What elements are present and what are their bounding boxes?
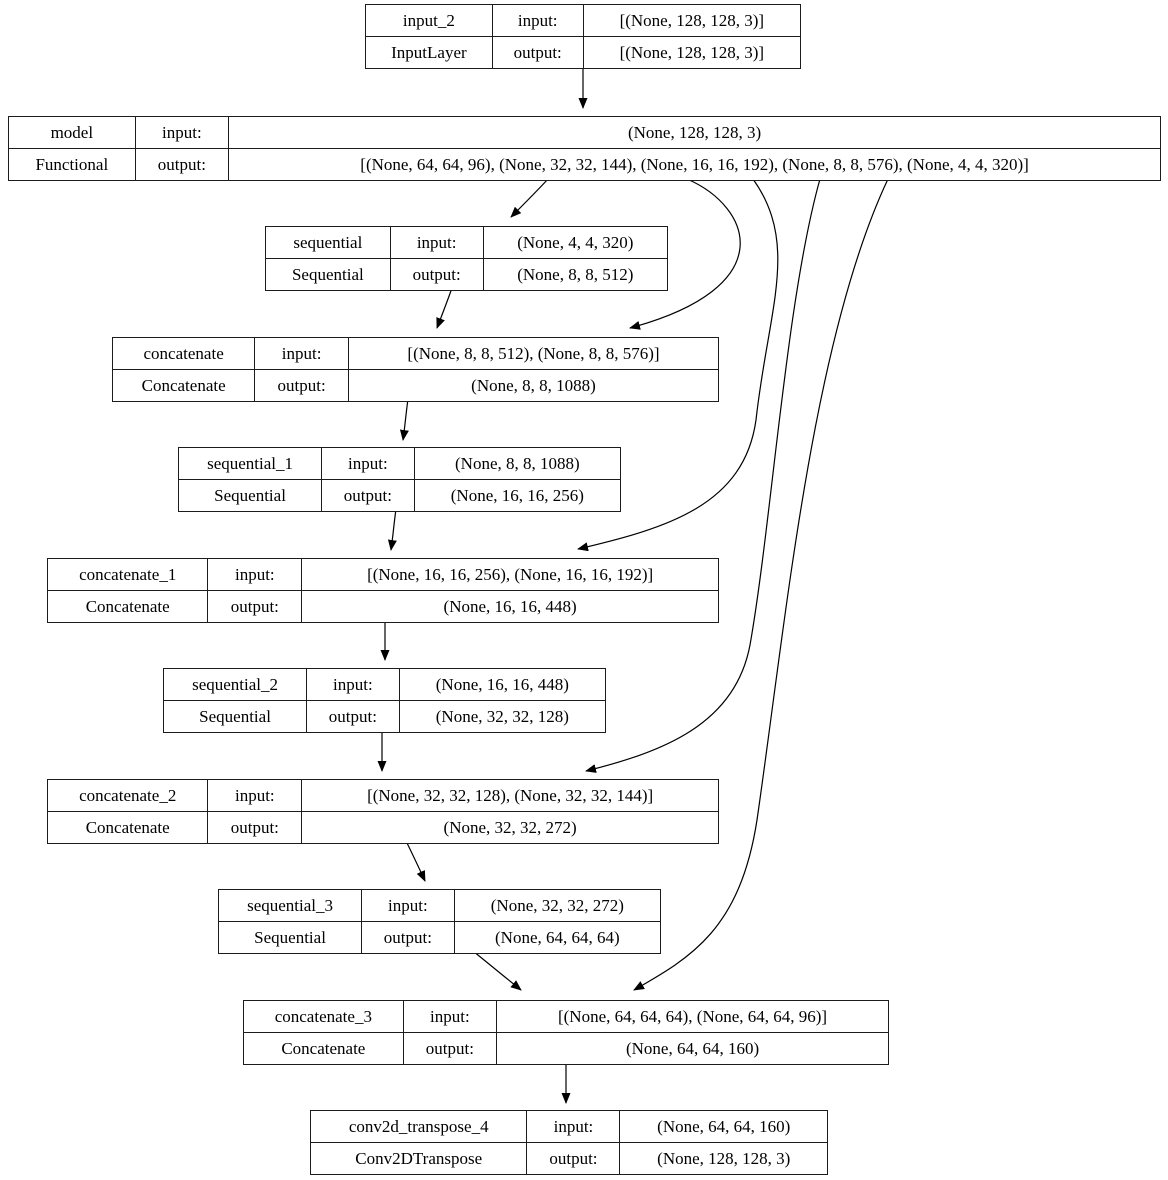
layer-class: Concatenate <box>243 1032 404 1065</box>
input-shape: [(None, 128, 128, 3)] <box>582 4 802 37</box>
node-concatenate: concatenate input: [(None, 8, 8, 512), (… <box>111 337 720 402</box>
input-shape: (None, 64, 64, 160) <box>619 1110 828 1143</box>
layer-name: input_2 <box>365 4 493 37</box>
layer-name: concatenate_3 <box>243 1000 404 1033</box>
output-shape: (None, 16, 16, 256) <box>413 479 622 512</box>
node-sequential_2: sequential_2 input: (None, 16, 16, 448) … <box>162 668 607 733</box>
output-shape: (None, 32, 32, 272) <box>301 811 719 844</box>
edge-concatenate-to-sequential_1 <box>399 398 409 441</box>
node-model: model input: (None, 128, 128, 3) Functio… <box>8 116 1161 181</box>
input-shape: [(None, 8, 8, 512), (None, 8, 8, 576)] <box>347 337 720 370</box>
output-shape: (None, 16, 16, 448) <box>301 590 719 623</box>
layer-name: concatenate_2 <box>46 779 209 812</box>
layer-name: sequential_2 <box>162 668 308 701</box>
input-label: input: <box>389 226 484 259</box>
output-label: output: <box>526 1142 621 1175</box>
output-label: output: <box>321 479 415 512</box>
input-label: input: <box>207 558 303 591</box>
layer-class: Sequential <box>177 479 323 512</box>
output-label: output: <box>254 369 349 402</box>
input-shape: [(None, 64, 64, 64), (None, 64, 64, 96)] <box>496 1000 889 1033</box>
input-label: input: <box>306 668 400 701</box>
output-label: output: <box>207 811 303 844</box>
output-label: output: <box>134 148 230 181</box>
input-shape: [(None, 32, 32, 128), (None, 32, 32, 144… <box>301 779 719 812</box>
layer-name: sequential_3 <box>217 889 363 922</box>
output-shape: (None, 8, 8, 1088) <box>347 369 720 402</box>
input-label: input: <box>321 447 415 480</box>
output-label: output: <box>491 36 584 69</box>
input-shape: (None, 32, 32, 272) <box>453 889 662 922</box>
node-conv2d_transpose_4: conv2d_transpose_4 input: (None, 64, 64,… <box>309 1110 828 1175</box>
output-shape: (None, 32, 32, 128) <box>398 700 607 733</box>
layer-name: concatenate <box>111 337 256 370</box>
edge-model-to-concatenate <box>629 178 741 330</box>
layer-name: concatenate_1 <box>46 558 209 591</box>
node-sequential_3: sequential_3 input: (None, 32, 32, 272) … <box>217 889 662 954</box>
node-sequential: sequential input: (None, 4, 4, 320) Sequ… <box>265 226 669 291</box>
layer-class: Concatenate <box>46 590 209 623</box>
input-label: input: <box>207 779 303 812</box>
layer-name: conv2d_transpose_4 <box>309 1110 528 1143</box>
input-shape: (None, 8, 8, 1088) <box>413 447 622 480</box>
layer-name: model <box>8 116 136 149</box>
input-shape: (None, 4, 4, 320) <box>482 226 669 259</box>
output-label: output: <box>306 700 400 733</box>
layer-class: Conv2DTranspose <box>309 1142 528 1175</box>
layer-class: Sequential <box>162 700 308 733</box>
node-concatenate_2: concatenate_2 input: [(None, 32, 32, 128… <box>46 779 719 844</box>
edge-model-to-sequential <box>510 177 550 218</box>
edge-model-to-concatenate_3 <box>633 178 889 991</box>
node-input_2: input_2 input: [(None, 128, 128, 3)] Inp… <box>365 4 802 69</box>
edge-sequential_3-to-concatenate_3 <box>472 950 522 991</box>
layer-class: Concatenate <box>111 369 256 402</box>
input-label: input: <box>491 4 584 37</box>
edge-model-to-concatenate_2 <box>585 178 821 773</box>
output-label: output: <box>361 921 455 954</box>
output-shape: (None, 8, 8, 512) <box>482 258 669 291</box>
edge-model-to-concatenate_1 <box>577 178 779 552</box>
output-shape: (None, 64, 64, 160) <box>496 1032 889 1065</box>
edge-sequential_1-to-concatenate_1 <box>387 508 397 551</box>
layer-name: sequential <box>265 226 391 259</box>
layer-class: Concatenate <box>46 811 209 844</box>
layer-class: Sequential <box>265 258 391 291</box>
input-shape: [(None, 16, 16, 256), (None, 16, 16, 192… <box>301 558 719 591</box>
output-shape: [(None, 128, 128, 3)] <box>582 36 802 69</box>
layer-class: Sequential <box>217 921 363 954</box>
layer-name: sequential_1 <box>177 447 323 480</box>
input-label: input: <box>254 337 349 370</box>
output-label: output: <box>402 1032 498 1065</box>
input-label: input: <box>361 889 455 922</box>
input-label: input: <box>134 116 230 149</box>
layer-class: InputLayer <box>365 36 493 69</box>
node-sequential_1: sequential_1 input: (None, 8, 8, 1088) S… <box>177 447 622 512</box>
input-shape: (None, 128, 128, 3) <box>228 116 1161 149</box>
input-shape: (None, 16, 16, 448) <box>398 668 607 701</box>
edge-sequential-to-concatenate <box>436 287 453 329</box>
input-label: input: <box>526 1110 621 1143</box>
output-label: output: <box>389 258 484 291</box>
output-shape: (None, 64, 64, 64) <box>453 921 662 954</box>
node-concatenate_3: concatenate_3 input: [(None, 64, 64, 64)… <box>243 1000 889 1065</box>
edge-concatenate_2-to-sequential_3 <box>405 840 426 882</box>
output-label: output: <box>207 590 303 623</box>
node-concatenate_1: concatenate_1 input: [(None, 16, 16, 256… <box>46 558 719 623</box>
output-shape: (None, 128, 128, 3) <box>619 1142 828 1175</box>
input-label: input: <box>402 1000 498 1033</box>
output-shape: [(None, 64, 64, 96), (None, 32, 32, 144)… <box>228 148 1161 181</box>
layer-class: Functional <box>8 148 136 181</box>
